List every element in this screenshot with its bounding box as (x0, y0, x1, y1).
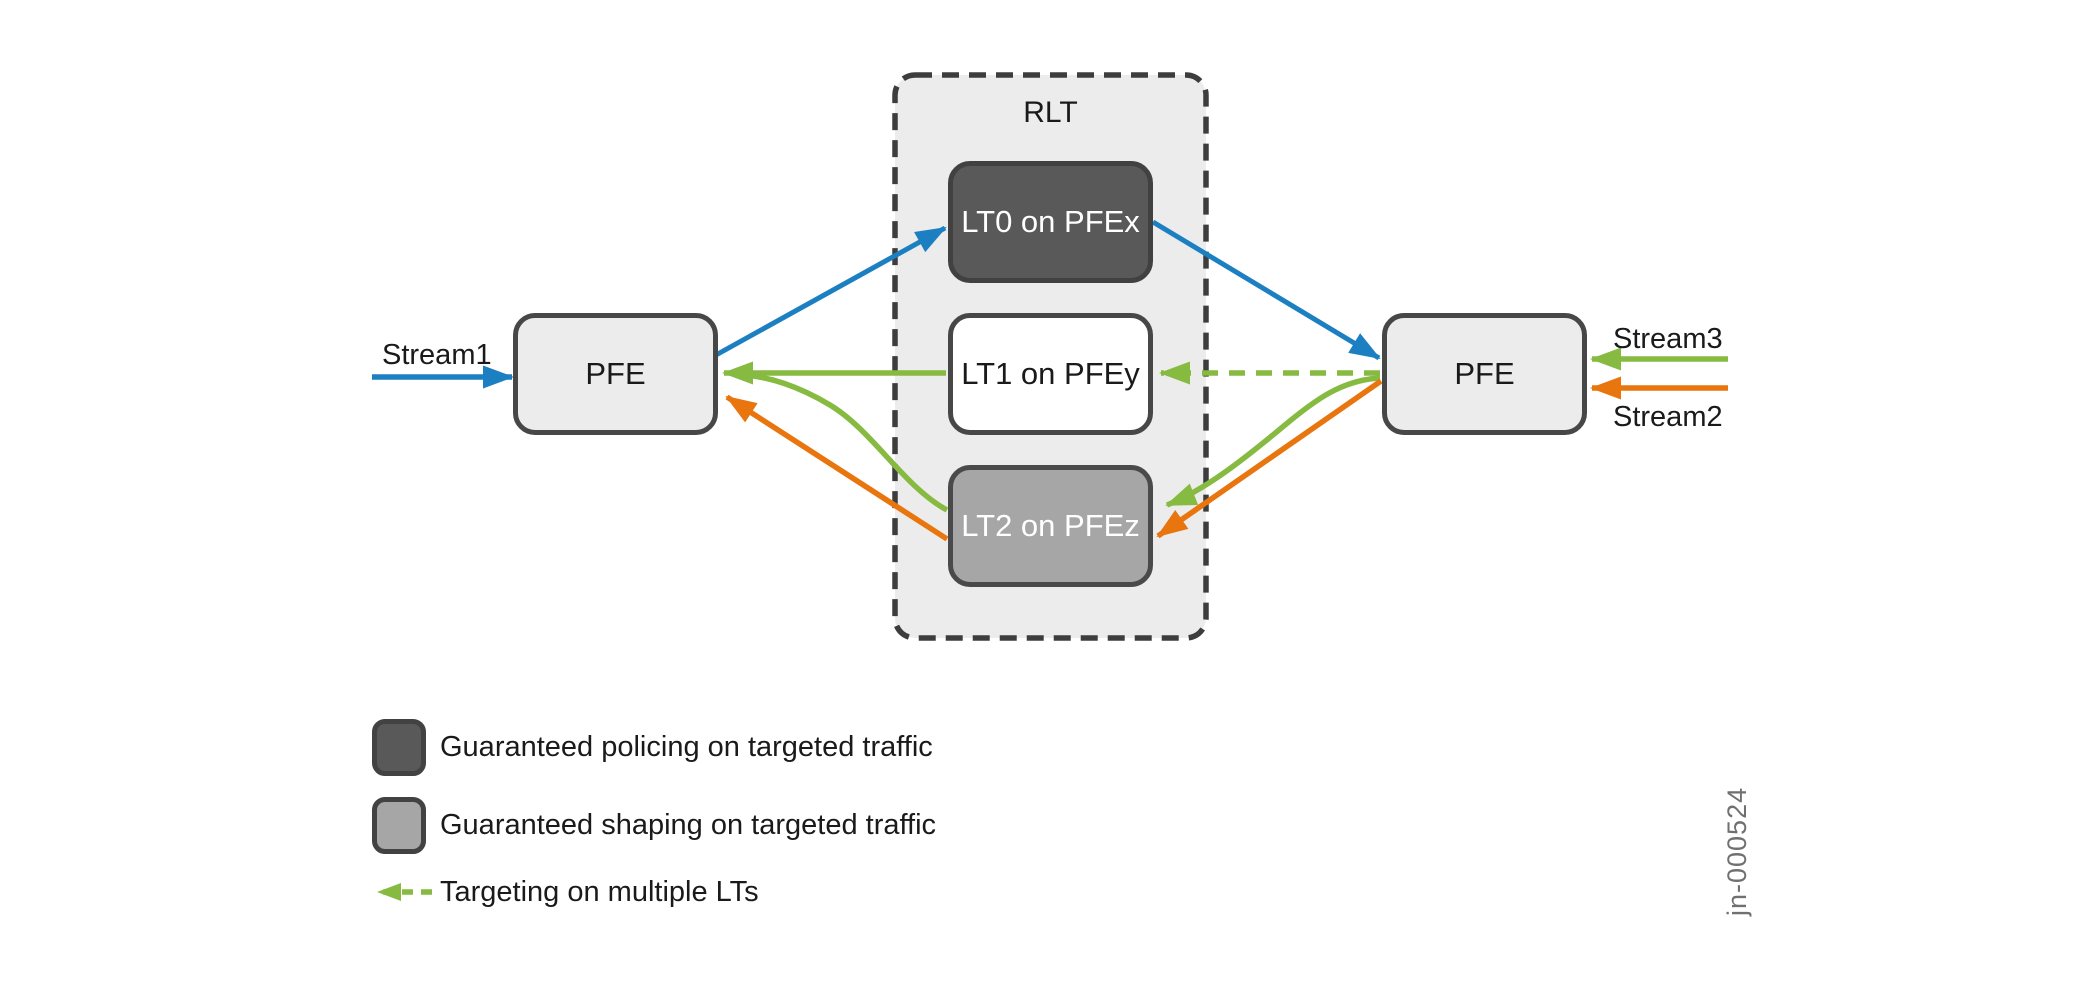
lt2-label: LT2 on PFEz (961, 508, 1140, 543)
stream3-label: Stream3 (1613, 323, 1723, 355)
legend-targeting-label: Targeting on multiple LTs (440, 876, 759, 908)
lt0-node: LT0 on PFEx (948, 161, 1153, 283)
lt2-node: LT2 on PFEz (948, 465, 1153, 587)
rlt-group-label: RLT (1023, 96, 1078, 129)
lt1-node: LT1 on PFEy (948, 313, 1153, 435)
lt1-label: LT1 on PFEy (961, 356, 1140, 391)
stream1-label: Stream1 (382, 339, 492, 371)
lt0-to-right-pfe-arrow (1151, 219, 1381, 361)
legend-policing-label: Guaranteed policing on targeted traffic (440, 731, 933, 763)
left-pfe-node: PFE (513, 313, 718, 435)
right-pfe-to-lt2-green-curve-arrow (1165, 375, 1381, 508)
lt2-to-left-pfe-green-curve (734, 371, 949, 513)
stream2-label: Stream2 (1613, 401, 1723, 433)
pfe-to-lt0-arrow (714, 225, 947, 358)
legend-policing-swatch (372, 719, 426, 776)
figure-id: jn-000524 (1722, 786, 1752, 916)
legend-shaping-swatch (372, 797, 426, 854)
right-pfe-node: PFE (1382, 313, 1587, 435)
right-pfe-label: PFE (1454, 356, 1515, 391)
left-pfe-label: PFE (585, 356, 646, 391)
legend-shaping-label: Guaranteed shaping on targeted traffic (440, 809, 937, 841)
lt2-to-left-pfe-orange-arrow (725, 394, 949, 542)
right-pfe-to-lt2-orange-arrow (1156, 378, 1383, 539)
lt0-label: LT0 on PFEx (961, 204, 1140, 239)
